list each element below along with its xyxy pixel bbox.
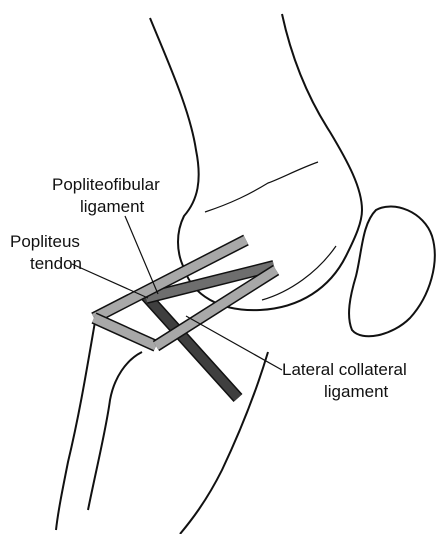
patella <box>349 206 435 336</box>
fibula-outline <box>88 352 142 510</box>
femur-outline-anterior <box>150 18 199 268</box>
label-lateral-collateral-line2: ligament <box>324 382 389 401</box>
leader-popliteofibular <box>125 216 158 294</box>
label-lateral-collateral-line1: Lateral collateral <box>282 360 407 379</box>
femur-outline-posterior <box>282 14 362 210</box>
label-popliteofibular-line1: Popliteofibular <box>52 175 160 194</box>
epiphyseal-line <box>205 162 318 212</box>
leader-popliteus <box>72 264 148 298</box>
label-popliteofibular-line2: ligament <box>80 197 145 216</box>
label-popliteus-line2: tendon <box>30 254 82 273</box>
label-popliteus-line1: Popliteus <box>10 232 80 251</box>
